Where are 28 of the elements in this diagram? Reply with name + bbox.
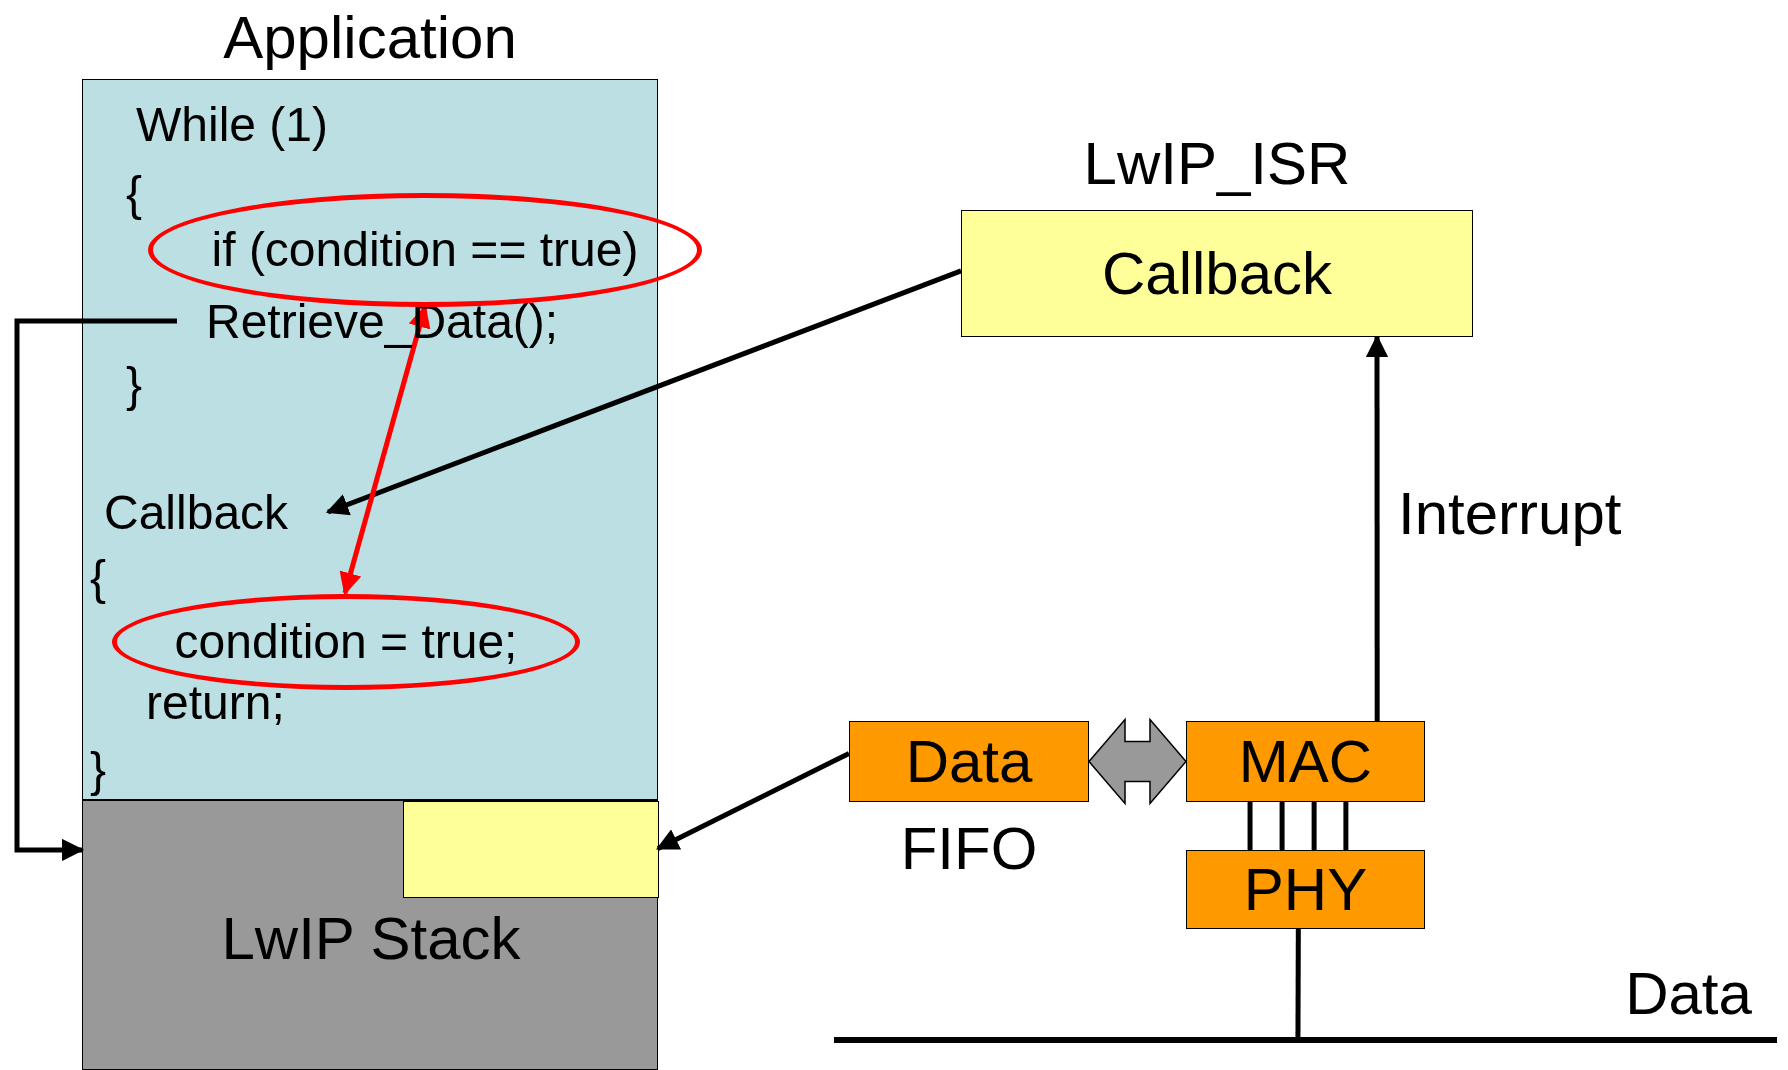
connector-line (1279, 802, 1285, 850)
panel-label: LwIP Stack (220, 905, 522, 973)
box-caption: Data (1624, 959, 1753, 1029)
arrow (656, 751, 851, 851)
stack-panel (82, 800, 658, 1070)
code-text: While (1) (136, 97, 330, 153)
code-text: } (126, 357, 144, 413)
block-arrow (1088, 717, 1187, 806)
code-text: } (90, 742, 108, 798)
hardware-block: MAC (1186, 721, 1425, 802)
hardware-block: Data (849, 721, 1089, 802)
box-caption: FIFO (899, 814, 1039, 884)
hardware-block: PHY (1186, 850, 1425, 929)
edge-label: Interrupt (1398, 479, 1623, 549)
code-text: { (126, 166, 144, 222)
connector-line (1311, 802, 1317, 850)
connector-line (1247, 802, 1253, 850)
connector-line (1343, 802, 1349, 850)
code-line: Callback (101, 485, 329, 541)
connector-line (1295, 929, 1301, 1037)
arrow (14, 318, 177, 862)
buffer-box (403, 801, 659, 898)
box-heading: LwIP_ISR (1082, 129, 1352, 199)
arrow (325, 268, 962, 516)
callback-box: Callback (961, 210, 1473, 337)
code-text: { (90, 550, 108, 606)
arrow (1365, 334, 1389, 721)
box-heading: Application (222, 3, 518, 73)
